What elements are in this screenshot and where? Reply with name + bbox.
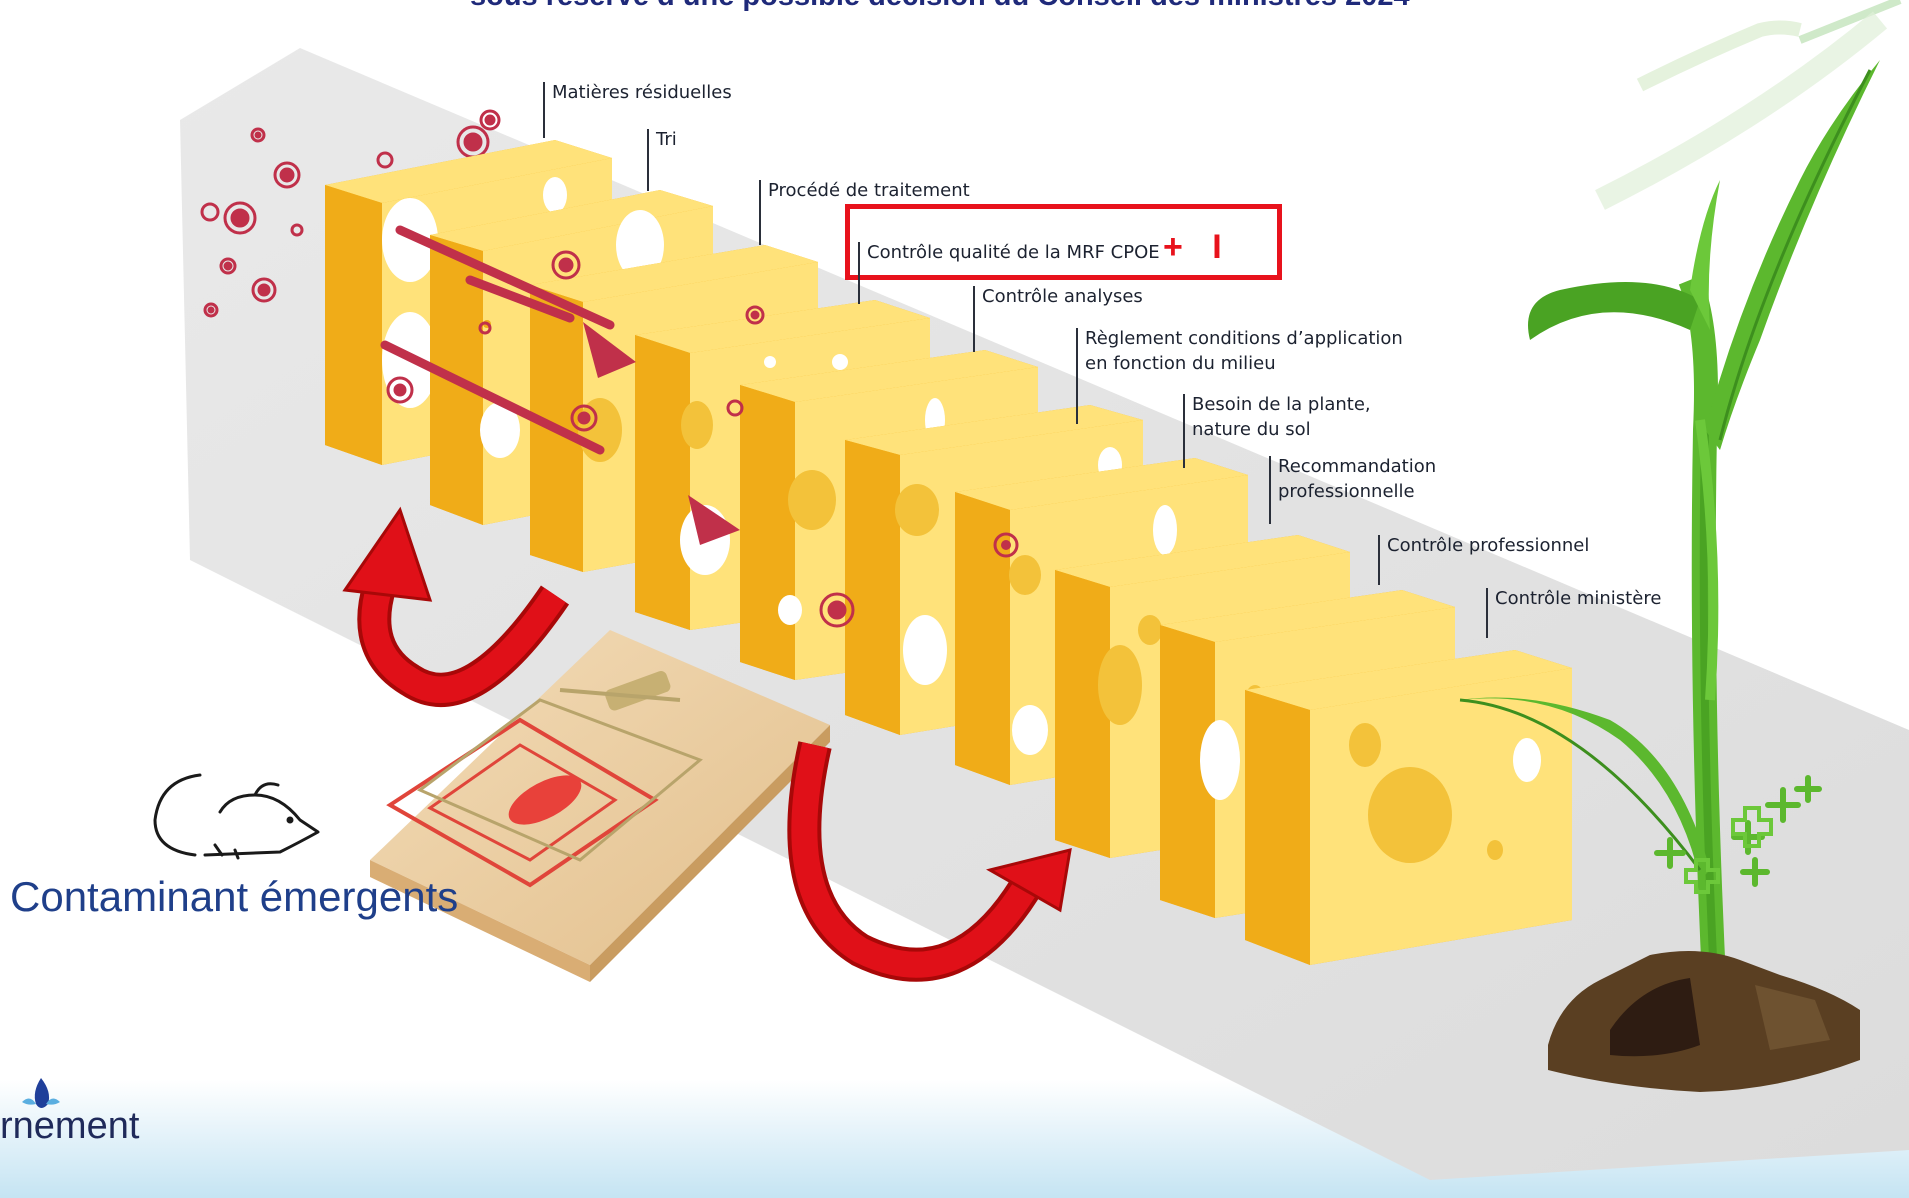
- stage-label-1: Matières résiduelles: [543, 80, 732, 138]
- stage-label-4: Contrôle qualité de la MRF CPOE: [858, 240, 1160, 304]
- logo-text: rnement: [0, 1105, 140, 1147]
- label-leader-line: [1183, 394, 1185, 468]
- stage-label-3: Procédé de traitement: [759, 178, 970, 245]
- cheese-slices: [325, 140, 1572, 965]
- contaminant-markers: [386, 250, 855, 628]
- stage-label-7: Besoin de la plante, nature du sol: [1183, 392, 1371, 468]
- logo-droplet-icon: [22, 1078, 60, 1108]
- leaf-top: [1690, 180, 1720, 330]
- plant-crosses: [1684, 806, 1773, 894]
- label-leader-line: [1378, 535, 1380, 585]
- contaminant-paths: [380, 225, 615, 455]
- contaminant-particles: [200, 109, 501, 318]
- decor-leaf-faint: [1595, 11, 1888, 210]
- decor-stroke: [1798, 0, 1902, 44]
- soil: [1548, 951, 1860, 1092]
- contaminant-arrowhead-1: [583, 322, 636, 378]
- stage-label-5: Contrôle analyses: [973, 284, 1143, 352]
- label-leader-line: [973, 286, 975, 352]
- label-leader-line: [647, 129, 649, 191]
- cheese-slice-10: [1245, 650, 1572, 965]
- mouse-icon: [153, 773, 320, 860]
- label-leader-line: [1486, 588, 1488, 638]
- mousetrap: [370, 630, 830, 982]
- contaminant-arrowhead-2: [688, 495, 740, 545]
- stage-label-6: Règlement conditions d’application en fo…: [1076, 326, 1403, 424]
- page-title: sous réserve d’une possible décision du …: [470, 0, 1410, 13]
- leaf-left-top: [1528, 282, 1700, 340]
- label-leader-line: [1269, 456, 1271, 524]
- bypass-arrow-lower: [787, 741, 1072, 982]
- label-leader-line: [858, 242, 860, 304]
- plant: [1459, 20, 1880, 1001]
- stage-label-9: Contrôle professionnel: [1378, 533, 1589, 585]
- highlight-marker: + I: [1163, 228, 1232, 266]
- mouse-caption: Contaminant émergents: [10, 873, 459, 920]
- label-leader-line: [1076, 328, 1078, 424]
- label-leader-line: [543, 82, 545, 138]
- stage-label-8: Recommandation professionnelle: [1269, 454, 1436, 524]
- bypass-arrow-upper: [342, 506, 570, 707]
- highlight-box: [845, 204, 1282, 280]
- stage-label-2: Tri: [647, 127, 677, 191]
- leaf-right: [1705, 60, 1880, 450]
- label-leader-line: [759, 180, 761, 245]
- stage-label-10: Contrôle ministère: [1486, 586, 1661, 638]
